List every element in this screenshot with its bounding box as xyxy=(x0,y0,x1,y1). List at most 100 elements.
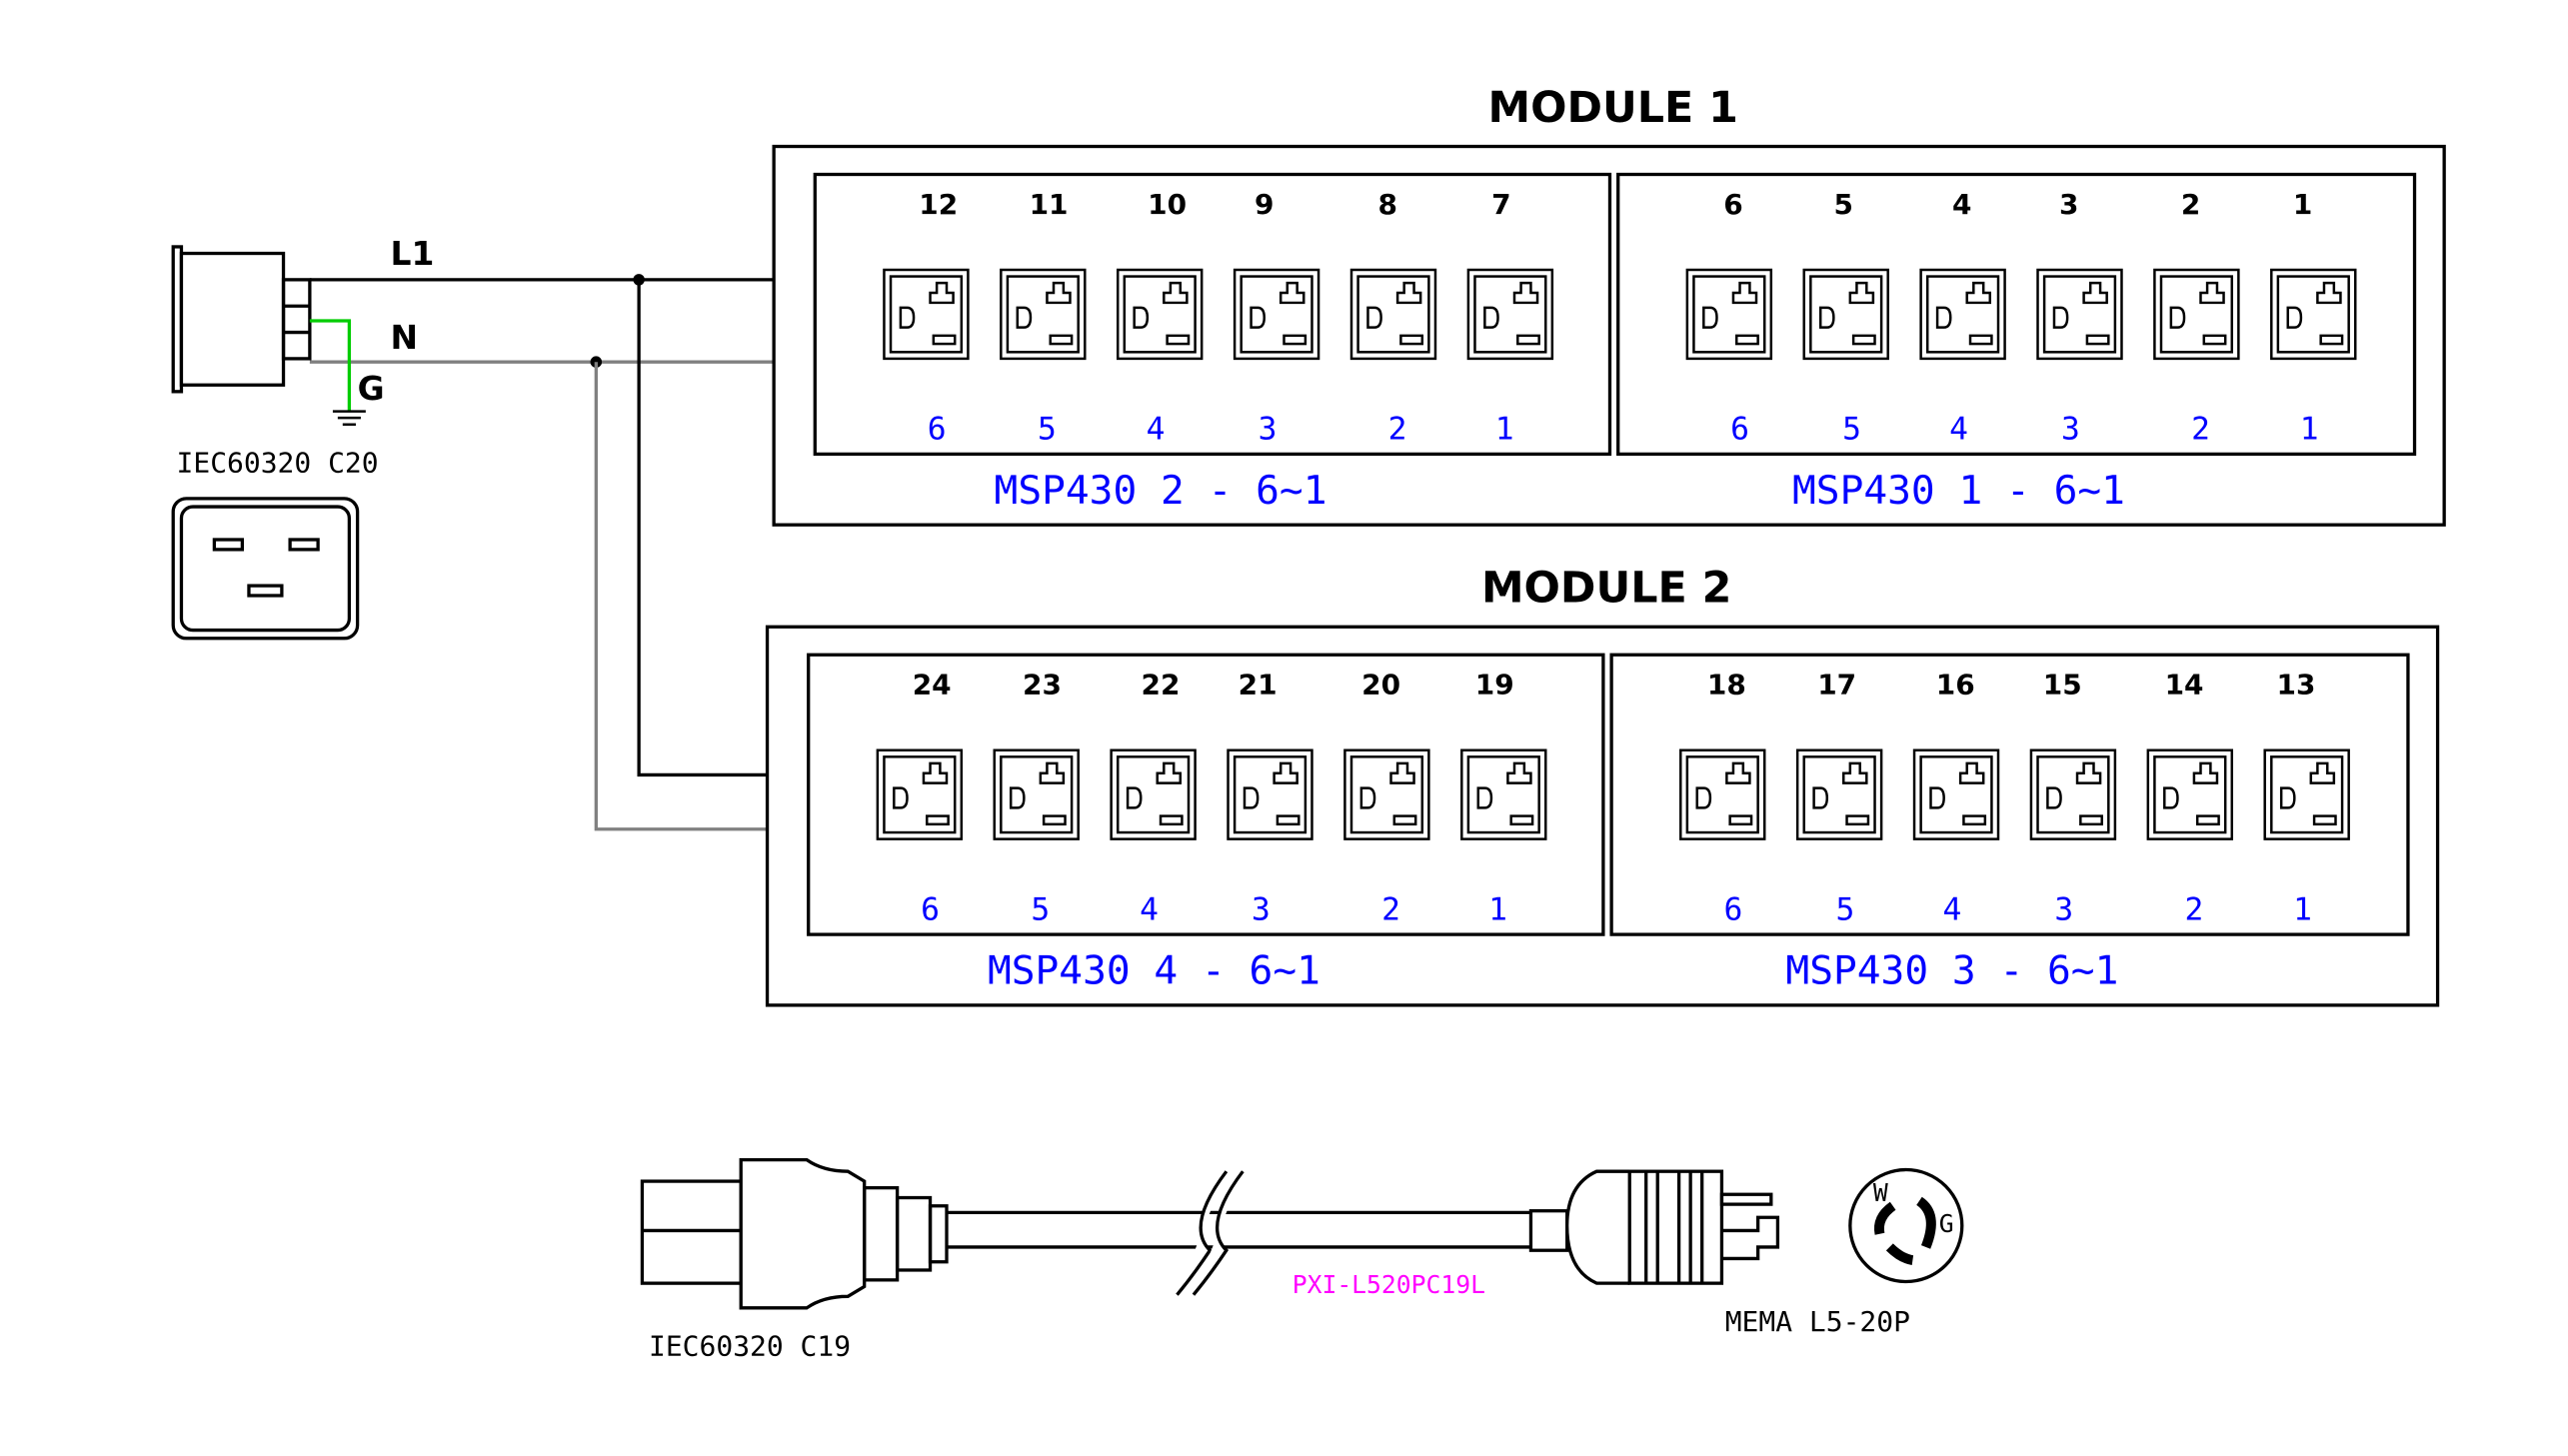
channel-number: 3 xyxy=(1259,412,1278,448)
outlet-icon xyxy=(1919,268,2006,361)
channel-number: 1 xyxy=(1495,412,1514,448)
channel-number: 1 xyxy=(2293,891,2312,927)
l5-20p-plug xyxy=(1528,1169,1780,1285)
outlet-icon xyxy=(1679,748,1766,840)
channel-number: 5 xyxy=(1835,891,1854,927)
outlet-number: 1 xyxy=(2293,188,2312,221)
outlet-number: 24 xyxy=(913,669,952,702)
outlet-number: 3 xyxy=(2059,188,2078,221)
channel-number: 3 xyxy=(1252,891,1271,927)
channel-number: 6 xyxy=(928,412,947,448)
channel-number: 6 xyxy=(921,891,940,927)
channel-number: 6 xyxy=(1724,891,1743,927)
channel-number: 5 xyxy=(1038,412,1057,448)
part-number: PXI-L520PC19L xyxy=(1292,1270,1485,1299)
outlet-icon xyxy=(2036,268,2123,361)
pin-g-label: G xyxy=(1939,1209,1954,1238)
inlet-label: IEC60320 C20 xyxy=(177,446,379,479)
outlet-icon xyxy=(1466,268,1554,361)
outlet-number: 15 xyxy=(2043,669,2082,702)
outlet-number: 21 xyxy=(1239,669,1278,702)
outlet-icon xyxy=(2029,748,2117,840)
outlet-icon xyxy=(1460,748,1547,840)
channel-number: 4 xyxy=(1949,412,1968,448)
ground-symbol-icon xyxy=(332,410,366,426)
outlet-number: 10 xyxy=(1148,188,1187,221)
c20-inlet-side xyxy=(171,245,312,394)
wire-label-g: G xyxy=(358,369,385,408)
outlet-icon xyxy=(1685,268,1773,361)
outlet-number: 17 xyxy=(1817,669,1856,702)
controller-label: MSP430 1 - 6~1 xyxy=(1792,468,2125,514)
outlet-number: 14 xyxy=(2165,669,2204,702)
outlet-number: 8 xyxy=(1377,188,1396,221)
outlet-icon xyxy=(2270,268,2357,361)
outlet-icon xyxy=(993,748,1080,840)
outlet-panel: 12 11 10 9 8 7 6 5 4 3 2 1 xyxy=(813,172,1612,457)
outlet-icon xyxy=(1233,268,1320,361)
channel-number: 6 xyxy=(1730,412,1749,448)
outlet-icon xyxy=(1110,748,1197,840)
module-frame xyxy=(772,144,2446,527)
outlet-icon xyxy=(1227,748,1313,840)
wire-label-n: N xyxy=(391,318,419,357)
outlet-icon xyxy=(1116,268,1204,361)
channel-number: 4 xyxy=(1942,891,1961,927)
outlet-number: 16 xyxy=(1936,669,1975,702)
channel-number: 2 xyxy=(2185,891,2204,927)
outlet-number: 12 xyxy=(919,188,958,221)
outlet-panel: 6 5 4 3 2 1 6 5 4 3 2 1 xyxy=(1616,172,2417,457)
channel-number: 1 xyxy=(1488,891,1507,927)
channel-number: 1 xyxy=(2300,412,2319,448)
outlet-icon xyxy=(2263,748,2350,840)
outlet-number: 13 xyxy=(2277,669,2316,702)
outlet-icon xyxy=(1795,748,1883,840)
channel-number: 3 xyxy=(2054,891,2073,927)
outlet-icon xyxy=(883,268,970,361)
outlet-number: 19 xyxy=(1475,669,1514,702)
c19-label: IEC60320 C19 xyxy=(649,1330,851,1363)
channel-number: 4 xyxy=(1140,891,1159,927)
outlet-number: 4 xyxy=(1952,188,1971,221)
wiring xyxy=(309,274,775,831)
outlet-number: 5 xyxy=(1834,188,1853,221)
plug-label: MEMA L5-20P xyxy=(1725,1305,1910,1338)
outlet-number: 7 xyxy=(1491,188,1510,221)
outlet-number: 9 xyxy=(1255,188,1274,221)
outlet-icon xyxy=(1912,748,2000,840)
ground-wire xyxy=(309,319,352,412)
outlet-icon xyxy=(2146,748,2234,840)
module-title: MODULE 1 xyxy=(1488,83,1738,133)
pin-w-label: W xyxy=(1873,1178,1888,1207)
outlet-icon xyxy=(1000,268,1087,361)
controller-label: MSP430 3 - 6~1 xyxy=(1785,948,2118,994)
outlet-icon xyxy=(1349,268,1437,361)
module-frame xyxy=(765,625,2440,1007)
outlet-icon xyxy=(2153,268,2240,361)
controller-label: MSP430 2 - 6~1 xyxy=(995,468,1327,514)
channel-number: 4 xyxy=(1147,412,1166,448)
outlet-number: 18 xyxy=(1707,669,1746,702)
outlet-icon xyxy=(876,748,964,840)
outlet-number: 2 xyxy=(2181,188,2200,221)
c20-inlet-face xyxy=(171,497,360,641)
outlet-icon xyxy=(1802,268,1889,361)
outlet-number: 22 xyxy=(1142,669,1181,702)
outlet-icon xyxy=(1343,748,1430,840)
wire-label-l1: L1 xyxy=(391,234,435,273)
outlet-panel: 18 17 16 15 14 13 6 5 4 3 2 1 xyxy=(1609,653,2410,936)
outlet-number: 20 xyxy=(1361,669,1400,702)
c19-connector xyxy=(640,1158,949,1310)
outlet-number: 23 xyxy=(1023,669,1062,702)
outlet-number: 6 xyxy=(1723,188,1742,221)
channel-number: 2 xyxy=(1381,891,1400,927)
channel-number: 2 xyxy=(1388,412,1407,448)
channel-number: 5 xyxy=(1031,891,1050,927)
l5-20p-face-icon xyxy=(1848,1167,1964,1284)
channel-number: 5 xyxy=(1842,412,1861,448)
channel-number: 3 xyxy=(2061,412,2080,448)
outlet-number: 11 xyxy=(1030,188,1069,221)
channel-number: 2 xyxy=(2191,412,2210,448)
